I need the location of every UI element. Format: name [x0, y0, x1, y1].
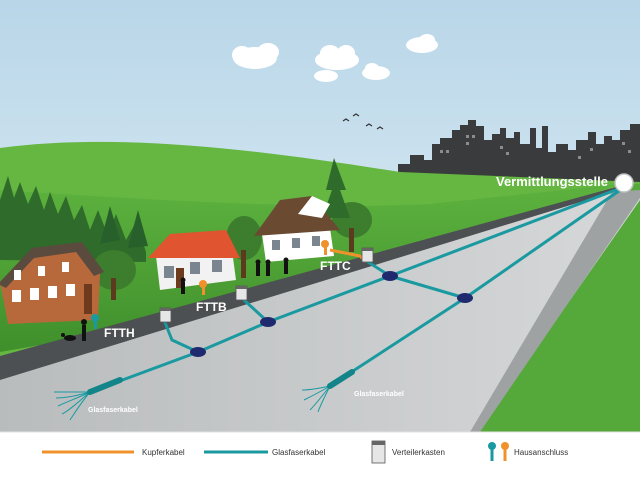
label-fttb: FTTB	[196, 300, 227, 314]
bird-icon	[342, 118, 350, 122]
label-ftth: FTTH	[104, 326, 135, 340]
label-fiber-cable-right: Glasfaserkabel	[354, 391, 404, 398]
tree-icon	[92, 250, 136, 290]
cloud-icon	[232, 43, 279, 69]
bird-icon	[352, 113, 360, 117]
dog-icon	[61, 333, 76, 341]
person-icon	[180, 277, 186, 294]
clouds	[232, 34, 438, 82]
legend-cabinet-label: Verteilerkasten	[392, 448, 445, 457]
fiber-cable-thick-right	[327, 369, 355, 389]
house-fttb	[148, 230, 240, 290]
distribution-cabinet-icon	[361, 247, 374, 263]
person-icon	[81, 319, 87, 341]
junction-node	[260, 317, 276, 327]
person-icon	[265, 259, 271, 276]
person-icon	[255, 259, 261, 276]
forest	[0, 176, 148, 262]
legend: Kupferkabel Glasfaserkabel Verteilerkast…	[42, 440, 568, 464]
cloud-icon	[406, 34, 438, 53]
house-ftth	[0, 242, 104, 324]
cloud-icon	[362, 63, 390, 80]
cloud-icon	[315, 45, 359, 70]
people	[61, 257, 289, 341]
cloud-icon	[314, 70, 338, 82]
city-windows	[440, 135, 631, 159]
junction-node	[190, 347, 206, 357]
distribution-cabinets	[159, 247, 374, 323]
house-connection-icon	[488, 442, 509, 461]
bird-icon	[365, 123, 373, 127]
fiber-cable-thick-left	[87, 377, 123, 395]
legend-copper-label: Kupferkabel	[142, 448, 185, 457]
tree-icon	[322, 158, 350, 218]
distribution-cabinet-icon	[371, 440, 386, 464]
bird-icon	[376, 126, 384, 130]
birds	[342, 113, 384, 130]
legend-bar	[0, 432, 640, 480]
house-connection-icon	[91, 240, 329, 329]
distribution-cabinet-icon	[159, 307, 172, 323]
label-exchange: Vermittlungsstelle	[496, 174, 608, 189]
fiber-fanout-left	[54, 391, 91, 421]
road-edge-right	[470, 190, 640, 432]
junction-node	[457, 293, 473, 303]
house-fttc	[254, 196, 340, 262]
road	[0, 188, 640, 432]
legend-house-connection-label: Hausanschluss	[514, 448, 568, 457]
legend-fiber-label: Glasfaserkabel	[272, 448, 326, 457]
exchange-point	[614, 173, 634, 193]
person-icon	[283, 257, 289, 274]
distribution-cabinet-icon	[235, 285, 248, 301]
label-fttc: FTTC	[320, 259, 351, 273]
label-fiber-cable-left: Glasfaserkabel	[88, 407, 138, 414]
junction-node	[382, 271, 398, 281]
junction-nodes	[190, 271, 473, 357]
grass-front	[0, 184, 620, 352]
